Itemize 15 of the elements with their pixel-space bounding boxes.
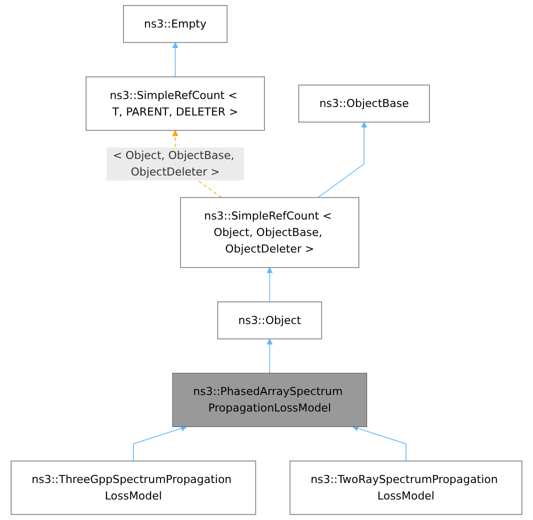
node-box: ns3::ThreeGppSpectrumPropagation LossModel	[10, 460, 256, 515]
node-box: ns3::Empty	[123, 5, 228, 43]
node-box: ns3::SimpleRefCount < Object, ObjectBase, ObjectDeleter >	[180, 197, 360, 268]
arrow	[266, 267, 273, 302]
arrow	[266, 338, 273, 374]
node-box: ns3::Object	[217, 302, 322, 340]
node-box: ns3::ObjectBase	[298, 84, 430, 122]
node-box: ns3::PhasedArraySpectrum PropagationLossModel	[172, 372, 368, 428]
node-box: ns3::TwoRaySpectrumPropagation LossModel	[290, 460, 522, 515]
arrow	[172, 42, 178, 78]
edge-label: < Object, ObjectBase, ObjectDeleter >	[112, 148, 234, 178]
arrow	[132, 426, 187, 462]
arrow	[317, 122, 368, 198]
arrow	[352, 426, 406, 462]
node-box: ns3::SimpleRefCount < T, PARENT, DELETER >	[86, 76, 265, 131]
